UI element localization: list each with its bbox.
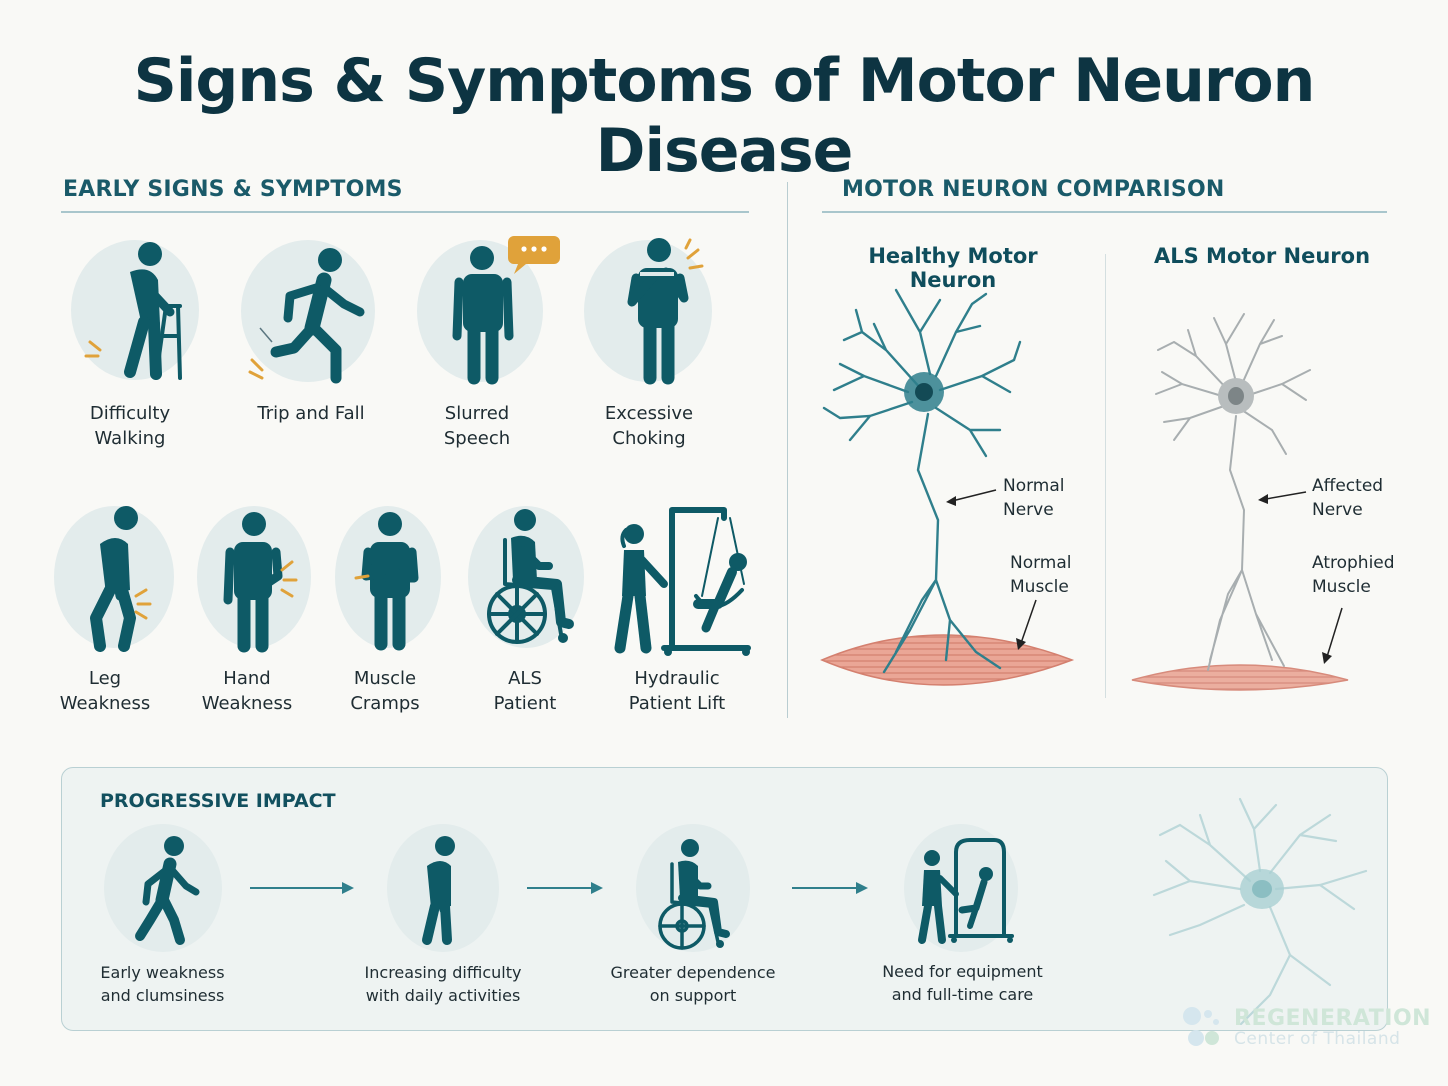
cramp-person-icon: [354, 512, 419, 651]
patient-lift-icon: [614, 507, 751, 656]
symptom-muscle-cramps: [330, 500, 450, 660]
symptom-trip-and-fall: [232, 232, 382, 392]
wheelchair-icon: [658, 839, 730, 950]
regeneration-logo-icon: [1183, 1007, 1219, 1046]
falling-person-icon: [248, 248, 365, 384]
affected-nerve-label: Affected Nerve: [1312, 476, 1384, 520]
symptom-label: Trip and Fall: [257, 403, 365, 424]
progress-step-1: [100, 822, 230, 957]
page-title: Signs & Symptoms of Motor Neuron Disease: [133, 46, 1316, 186]
early-signs-rule: [61, 211, 749, 213]
logo-line-1: REGENERATION: [1234, 1006, 1432, 1031]
symptom-label: Muscle Cramps: [350, 668, 420, 714]
walking-person-icon: [135, 836, 200, 945]
speech-bubble-person-icon: [452, 236, 560, 385]
symptom-label: ALS Patient: [493, 668, 557, 714]
comparison-rule: [822, 211, 1387, 213]
neuron-divider: [1105, 254, 1106, 698]
symptom-leg-weakness: [50, 500, 190, 660]
symptom-excessive-choking: [580, 232, 730, 392]
patient-lift-icon: [918, 838, 1014, 944]
als-neuron-title: ALS Motor Neuron: [1153, 244, 1371, 268]
symptom-label: Difficulty Walking: [89, 403, 171, 449]
early-signs-heading: EARLY SIGNS & SYMPTOMS: [63, 177, 403, 202]
als-neuron-illustration: [1131, 313, 1349, 691]
walker-person-icon: [84, 242, 182, 380]
healthy-neuron-title: Healthy Motor Neuron: [868, 244, 1038, 292]
symptom-als-patient: [465, 500, 595, 660]
symptom-label: Leg Weakness: [59, 668, 151, 714]
section-divider: [787, 182, 788, 718]
normal-muscle-label: Normal Muscle: [1010, 553, 1072, 597]
symptom-slurred-speech: [410, 232, 565, 392]
slumped-person-icon: [422, 836, 455, 945]
progress-step-3: [632, 822, 757, 957]
logo-line-2: Center of Thailand: [1234, 1029, 1401, 1049]
progress-step-4: [900, 822, 1025, 957]
wheelchair-icon: [487, 509, 574, 644]
choking-person-icon: [627, 238, 704, 385]
progress-step-2: [383, 822, 508, 957]
progressive-impact-heading: PROGRESSIVE IMPACT: [100, 790, 336, 812]
arrow-right-icon: [527, 882, 603, 894]
progress-step-label: Early weakness and clumsiness: [100, 963, 225, 1005]
comparison-heading: MOTOR NEURON COMPARISON: [842, 177, 1225, 202]
arrow-right-icon: [792, 882, 868, 894]
bent-person-icon: [90, 506, 152, 652]
atrophied-muscle-label: Atrophied Muscle: [1312, 553, 1395, 597]
progress-step-label: Need for equipment and full-time care: [882, 962, 1043, 1004]
progress-step-label: Greater dependence on support: [610, 963, 776, 1005]
symptom-difficulty-walking: [60, 232, 210, 392]
arrow-right-icon: [250, 882, 354, 894]
symptom-hand-weakness: [192, 500, 322, 660]
symptom-label: Hydraulic Patient Lift: [628, 668, 726, 714]
symptom-hydraulic-patient-lift: [606, 500, 756, 660]
healthy-neuron-illustration: [820, 288, 1075, 686]
hand-pain-person-icon: [223, 512, 298, 653]
symptom-label: Excessive Choking: [604, 403, 694, 449]
normal-nerve-label: Normal Nerve: [1003, 476, 1065, 520]
symptom-label: Hand Weakness: [201, 668, 293, 714]
symptom-label: Slurred Speech: [443, 403, 511, 449]
progress-step-label: Increasing difficulty with daily activit…: [364, 963, 522, 1005]
decorative-neuron-icon: [1152, 797, 1368, 1025]
